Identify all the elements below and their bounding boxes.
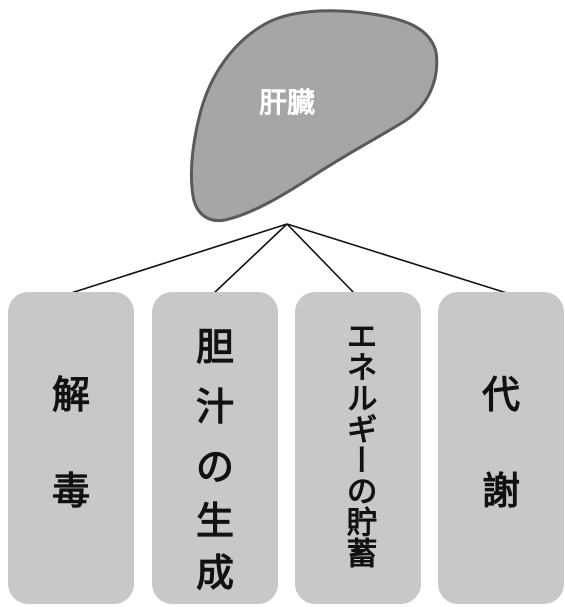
energy-storage-label: エネルギーの貯蓄 (340, 320, 377, 568)
bile-char-1: 胆 (195, 325, 234, 369)
detox-char-1: 解 (51, 373, 90, 417)
metabolism-char-2: 謝 (481, 469, 520, 513)
bile-char-3: の (195, 445, 234, 489)
bile-char-4: 生 (195, 499, 234, 543)
metabolism-char-1: 代 (481, 373, 520, 417)
liver-shape (189, 9, 439, 223)
connector-line-metabolism (286, 223, 511, 295)
detox-char-2: 毒 (51, 469, 90, 513)
connector-line-bile (212, 223, 288, 295)
bile-char-5: 成 (195, 551, 234, 595)
connector-line-energy (286, 223, 356, 295)
connector-line-detox (67, 223, 288, 295)
function-card-bile: 胆 汁 の 生 成 (152, 292, 278, 604)
function-card-detox: 解 毒 (8, 292, 134, 604)
function-card-energy: エネルギーの貯蓄 (295, 292, 421, 604)
bile-char-2: 汁 (195, 385, 234, 429)
function-card-metabolism: 代 謝 (438, 292, 564, 604)
liver-label: 肝臓 (259, 86, 315, 119)
